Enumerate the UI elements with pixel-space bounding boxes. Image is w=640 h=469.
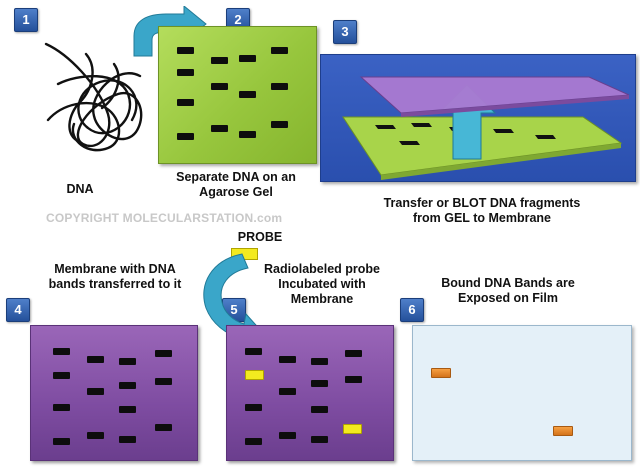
blot-transfer-panel [320, 54, 636, 182]
step-5-label: Radiolabeled probe Incubated with Membra… [264, 262, 380, 306]
membrane-band [87, 388, 104, 395]
step-4-label: Membrane with DNA bands transferred to i… [48, 262, 182, 291]
membrane-band [311, 406, 328, 413]
membrane-transferred [30, 325, 198, 461]
membrane-band [311, 358, 328, 365]
gel-band [177, 69, 194, 76]
membrane-band [155, 350, 172, 357]
agarose-gel [158, 26, 317, 164]
gel-band [271, 83, 288, 90]
dna-strand-icon [44, 42, 143, 152]
membrane-band [279, 388, 296, 395]
step-4-badge: 4 [6, 298, 30, 322]
film-band [553, 426, 573, 436]
gel-band [239, 91, 256, 98]
blot-illustration [342, 76, 630, 180]
gel-band [211, 57, 228, 64]
step-3-label: Transfer or BLOT DNA fragments from GEL … [383, 196, 581, 225]
gel-band [177, 99, 194, 106]
membrane-band [53, 404, 70, 411]
step-2-label: Separate DNA on an Agarose Gel [176, 170, 296, 199]
membrane-band [155, 424, 172, 431]
membrane-band [279, 432, 296, 439]
copyright-notice: COPYRIGHT MOLECULARSTATION.com [46, 211, 283, 225]
membrane-band [87, 356, 104, 363]
membrane-band [311, 380, 328, 387]
exposed-film [412, 325, 632, 461]
membrane-band [245, 438, 262, 445]
gel-band [271, 121, 288, 128]
membrane-band [245, 348, 262, 355]
film-band [431, 368, 451, 378]
membrane-band [53, 372, 70, 379]
membrane-band [119, 436, 136, 443]
membrane-band [87, 432, 104, 439]
membrane-band [119, 382, 136, 389]
membrane-band [53, 438, 70, 445]
gel-band [177, 133, 194, 140]
step-1-badge: 1 [14, 8, 38, 32]
membrane-band [119, 358, 136, 365]
gel-band [239, 55, 256, 62]
membrane-band [311, 436, 328, 443]
probe-label: PROBE [237, 230, 283, 244]
step-1-label: DNA [66, 182, 94, 196]
probe-bound-band [343, 424, 362, 434]
membrane-band [279, 356, 296, 363]
membrane-band [119, 406, 136, 413]
gel-band [271, 47, 288, 54]
membrane-band [245, 404, 262, 411]
gel-band [211, 125, 228, 132]
gel-band [211, 83, 228, 90]
probe-bound-band [245, 370, 264, 380]
gel-band [239, 131, 256, 138]
gel-band [177, 47, 194, 54]
membrane-band [155, 378, 172, 385]
membrane-band [345, 350, 362, 357]
step-6-badge: 6 [400, 298, 424, 322]
membrane-band [53, 348, 70, 355]
membrane-with-probe [226, 325, 394, 461]
step-3-badge: 3 [333, 20, 357, 44]
membrane-band [345, 376, 362, 383]
step-6-label: Bound DNA Bands are Exposed on Film [441, 276, 575, 305]
